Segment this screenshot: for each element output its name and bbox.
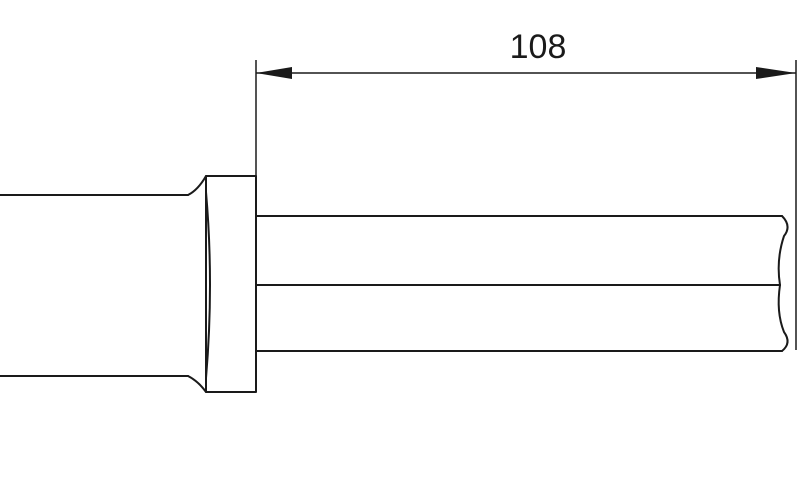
dimension-label: 108	[510, 28, 567, 66]
left-shaft	[0, 175, 207, 393]
shaft-taper-top	[187, 175, 207, 196]
pin-tip-upper	[777, 215, 789, 286]
dimension-arrow-left	[256, 67, 292, 79]
dimension-group: 108	[255, 28, 797, 350]
pin-assembly	[255, 215, 789, 352]
flange-lip	[205, 191, 211, 379]
dimension-arrow-right	[756, 67, 796, 79]
flange-body	[205, 175, 257, 393]
flange	[205, 175, 257, 393]
shaft-taper-bottom	[187, 375, 207, 393]
pin-tip-lower	[777, 284, 789, 352]
